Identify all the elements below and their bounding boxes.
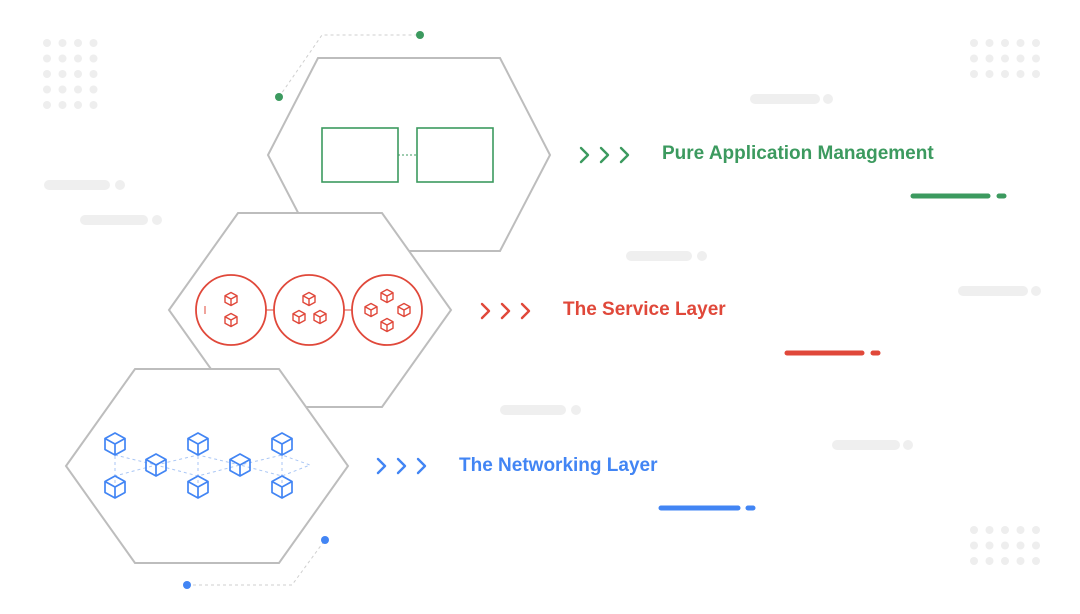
decorative-pills (44, 94, 1041, 450)
decorative-dot (1032, 70, 1040, 78)
decorative-dot (89, 101, 98, 109)
decorative-dot (89, 54, 98, 63)
decorative-dot (1001, 39, 1009, 47)
decorative-dot (43, 70, 51, 78)
decorative-dot (74, 101, 82, 109)
decorative-dot (58, 101, 67, 109)
dot-grid-top-left (43, 39, 98, 109)
decorative-dot (74, 54, 82, 63)
decorative-dot (89, 39, 98, 47)
decorative-dot (1001, 526, 1009, 534)
decorative-dot (1032, 541, 1040, 550)
decorative-dot (1001, 70, 1009, 78)
decorative-dot (74, 70, 82, 78)
chevron-right-icon (376, 457, 427, 475)
decorative-dot (89, 70, 98, 78)
decorative-dot (985, 557, 994, 565)
networking-layer-label: The Networking Layer (459, 455, 658, 476)
decorative-dot (1001, 541, 1009, 550)
decorative-dot (985, 39, 994, 47)
decorative-dot (43, 54, 51, 63)
decorative-dot (43, 85, 51, 94)
decorative-dot (970, 557, 978, 565)
decorative-dot (970, 526, 978, 534)
decorative-dot (43, 101, 51, 109)
network-hexagon (64, 368, 350, 564)
service-cubes-icon (195, 274, 423, 346)
chevron-right-icon (480, 302, 531, 320)
decorative-dot (1016, 557, 1025, 565)
decorative-dot (1032, 557, 1040, 565)
decorative-dot (985, 541, 994, 550)
decorative-dot (970, 54, 978, 63)
decorative-dot (58, 39, 67, 47)
decorative-dot (1001, 54, 1009, 63)
decorative-dot (970, 541, 978, 550)
decorative-dot (58, 85, 67, 94)
decorative-dot (1032, 39, 1040, 47)
decorative-dot (1032, 526, 1040, 534)
decorative-dot (74, 85, 82, 94)
decorative-dot (58, 54, 67, 63)
decorative-dot (58, 70, 67, 78)
decorative-dot (1016, 526, 1025, 534)
green-connector (275, 31, 424, 101)
decorative-dot (1016, 39, 1025, 47)
dot-grid-top-right (970, 39, 1040, 78)
dot-grid-bottom-right (970, 526, 1040, 565)
decorative-dot (1001, 557, 1009, 565)
decorative-dot (985, 526, 994, 534)
decorative-dot (1016, 54, 1025, 63)
decorative-dot (970, 39, 978, 47)
decorative-dot (74, 39, 82, 47)
decorative-dot (985, 54, 994, 63)
network-cubes-icon (104, 432, 312, 499)
blue-connector (183, 536, 329, 589)
chevron-right-icon (579, 146, 630, 164)
decorative-dot (89, 85, 98, 94)
decorative-dot (1032, 54, 1040, 63)
application-boxes-icon (321, 127, 494, 183)
decorative-dot (43, 39, 51, 47)
decorative-dot (1016, 70, 1025, 78)
decorative-dot (1016, 541, 1025, 550)
application-layer-label: Pure Application Management (662, 143, 934, 164)
decorative-dot (970, 70, 978, 78)
service-layer-label: The Service Layer (563, 299, 726, 320)
decorative-dot (985, 70, 994, 78)
